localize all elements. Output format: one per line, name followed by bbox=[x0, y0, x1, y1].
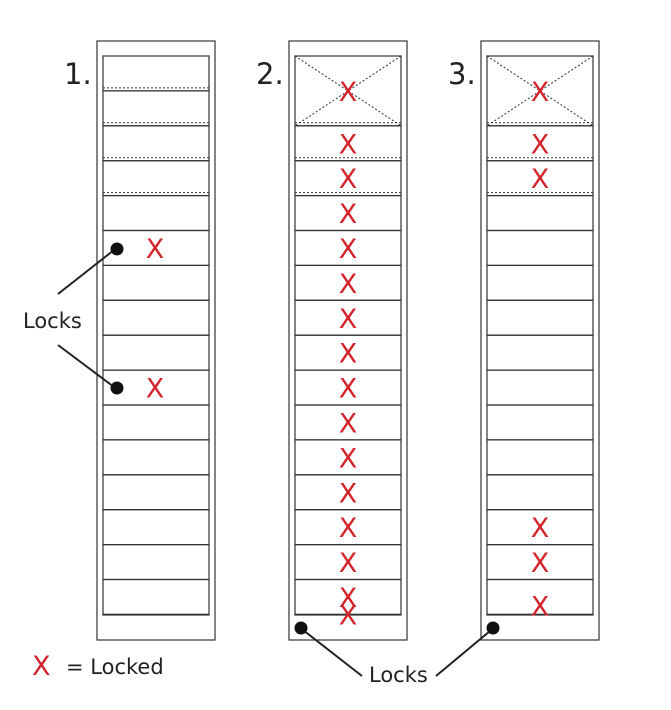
locked-mark: X bbox=[339, 304, 358, 335]
drawer bbox=[486, 264, 594, 301]
locked-mark: X bbox=[339, 374, 358, 405]
drawer bbox=[102, 264, 210, 301]
locked-mark: X bbox=[146, 234, 165, 265]
leader-line-lower bbox=[57, 344, 115, 388]
locked-mark: X bbox=[531, 591, 550, 622]
locked-mark: X bbox=[531, 164, 550, 195]
legend-text: = Locked bbox=[66, 655, 164, 679]
locked-mark: X bbox=[339, 408, 358, 439]
rack-1-label: 1. bbox=[64, 57, 92, 91]
drawer bbox=[102, 613, 210, 616]
drawer bbox=[102, 160, 210, 197]
locked-mark: X bbox=[146, 374, 165, 405]
locked-mark: X bbox=[339, 77, 358, 108]
rack-2-drawers bbox=[294, 55, 402, 616]
drawer bbox=[102, 195, 210, 232]
drawer bbox=[102, 543, 210, 581]
drawer bbox=[486, 195, 594, 232]
locks-label-bottom: Locks bbox=[369, 663, 428, 687]
drawer bbox=[102, 125, 210, 162]
leader-line-rack-2 bbox=[302, 629, 363, 677]
drawer bbox=[486, 439, 594, 476]
lock-point-rack-1-lower bbox=[110, 381, 124, 395]
locked-mark: X bbox=[339, 443, 358, 474]
lock-point-rack-1-upper bbox=[110, 242, 124, 256]
rack-2-label: 2. bbox=[256, 57, 284, 91]
drawer bbox=[486, 474, 594, 511]
locked-mark: X bbox=[339, 601, 358, 632]
legend: X = Locked bbox=[32, 651, 164, 682]
drawer bbox=[102, 404, 210, 441]
locked-mark: X bbox=[339, 583, 358, 614]
drawer-diagonal bbox=[486, 55, 594, 127]
legend-locked-symbol: X bbox=[32, 651, 51, 682]
locked-mark: X bbox=[531, 513, 550, 544]
locked-mark: X bbox=[339, 164, 358, 195]
drawer bbox=[102, 334, 210, 371]
locked-mark: X bbox=[531, 548, 550, 579]
lock-point-rack-2 bbox=[294, 621, 308, 635]
locked-mark: X bbox=[339, 548, 358, 579]
locked-mark: X bbox=[339, 199, 358, 230]
drawer bbox=[486, 299, 594, 336]
locked-mark: X bbox=[531, 77, 550, 108]
drawer bbox=[102, 299, 210, 336]
drawer bbox=[102, 578, 210, 616]
drawer bbox=[102, 439, 210, 476]
locks-callout-left: Locks bbox=[23, 242, 124, 395]
rack-3-frame bbox=[480, 40, 600, 641]
drawer bbox=[486, 613, 594, 616]
locked-mark: X bbox=[339, 129, 358, 160]
drawer bbox=[486, 369, 594, 406]
drawer bbox=[294, 613, 402, 616]
rack-3-label: 3. bbox=[448, 57, 476, 91]
locked-mark: X bbox=[339, 269, 358, 300]
drawer bbox=[486, 334, 594, 371]
rack-1-drawers bbox=[102, 55, 210, 616]
leader-line-upper bbox=[57, 249, 115, 295]
locked-mark: X bbox=[531, 129, 550, 160]
locked-mark: X bbox=[339, 478, 358, 509]
drawer bbox=[486, 229, 594, 267]
drawer bbox=[102, 90, 210, 127]
drawer-diagonal bbox=[294, 55, 402, 127]
drawer bbox=[102, 55, 210, 92]
rack-1-frame bbox=[96, 40, 216, 641]
locked-mark: X bbox=[339, 513, 358, 544]
drawer bbox=[486, 404, 594, 441]
locks-label-left: Locks bbox=[23, 309, 82, 333]
drawer bbox=[102, 474, 210, 511]
rack-1-locked-marks: XX bbox=[146, 234, 165, 405]
locked-mark: X bbox=[339, 339, 358, 370]
rack-1: 1. XX bbox=[64, 40, 216, 641]
rack-3-drawers bbox=[486, 55, 594, 616]
rack-2-frame bbox=[288, 40, 408, 641]
drawer-diagonal bbox=[486, 55, 594, 127]
locked-mark: X bbox=[339, 234, 358, 265]
drawer-diagonal bbox=[294, 55, 402, 127]
drawer bbox=[102, 509, 210, 546]
locks-callout-bottom: Locks bbox=[294, 621, 500, 687]
leader-line-rack-3 bbox=[435, 630, 491, 677]
lock-point-rack-3 bbox=[486, 621, 500, 635]
